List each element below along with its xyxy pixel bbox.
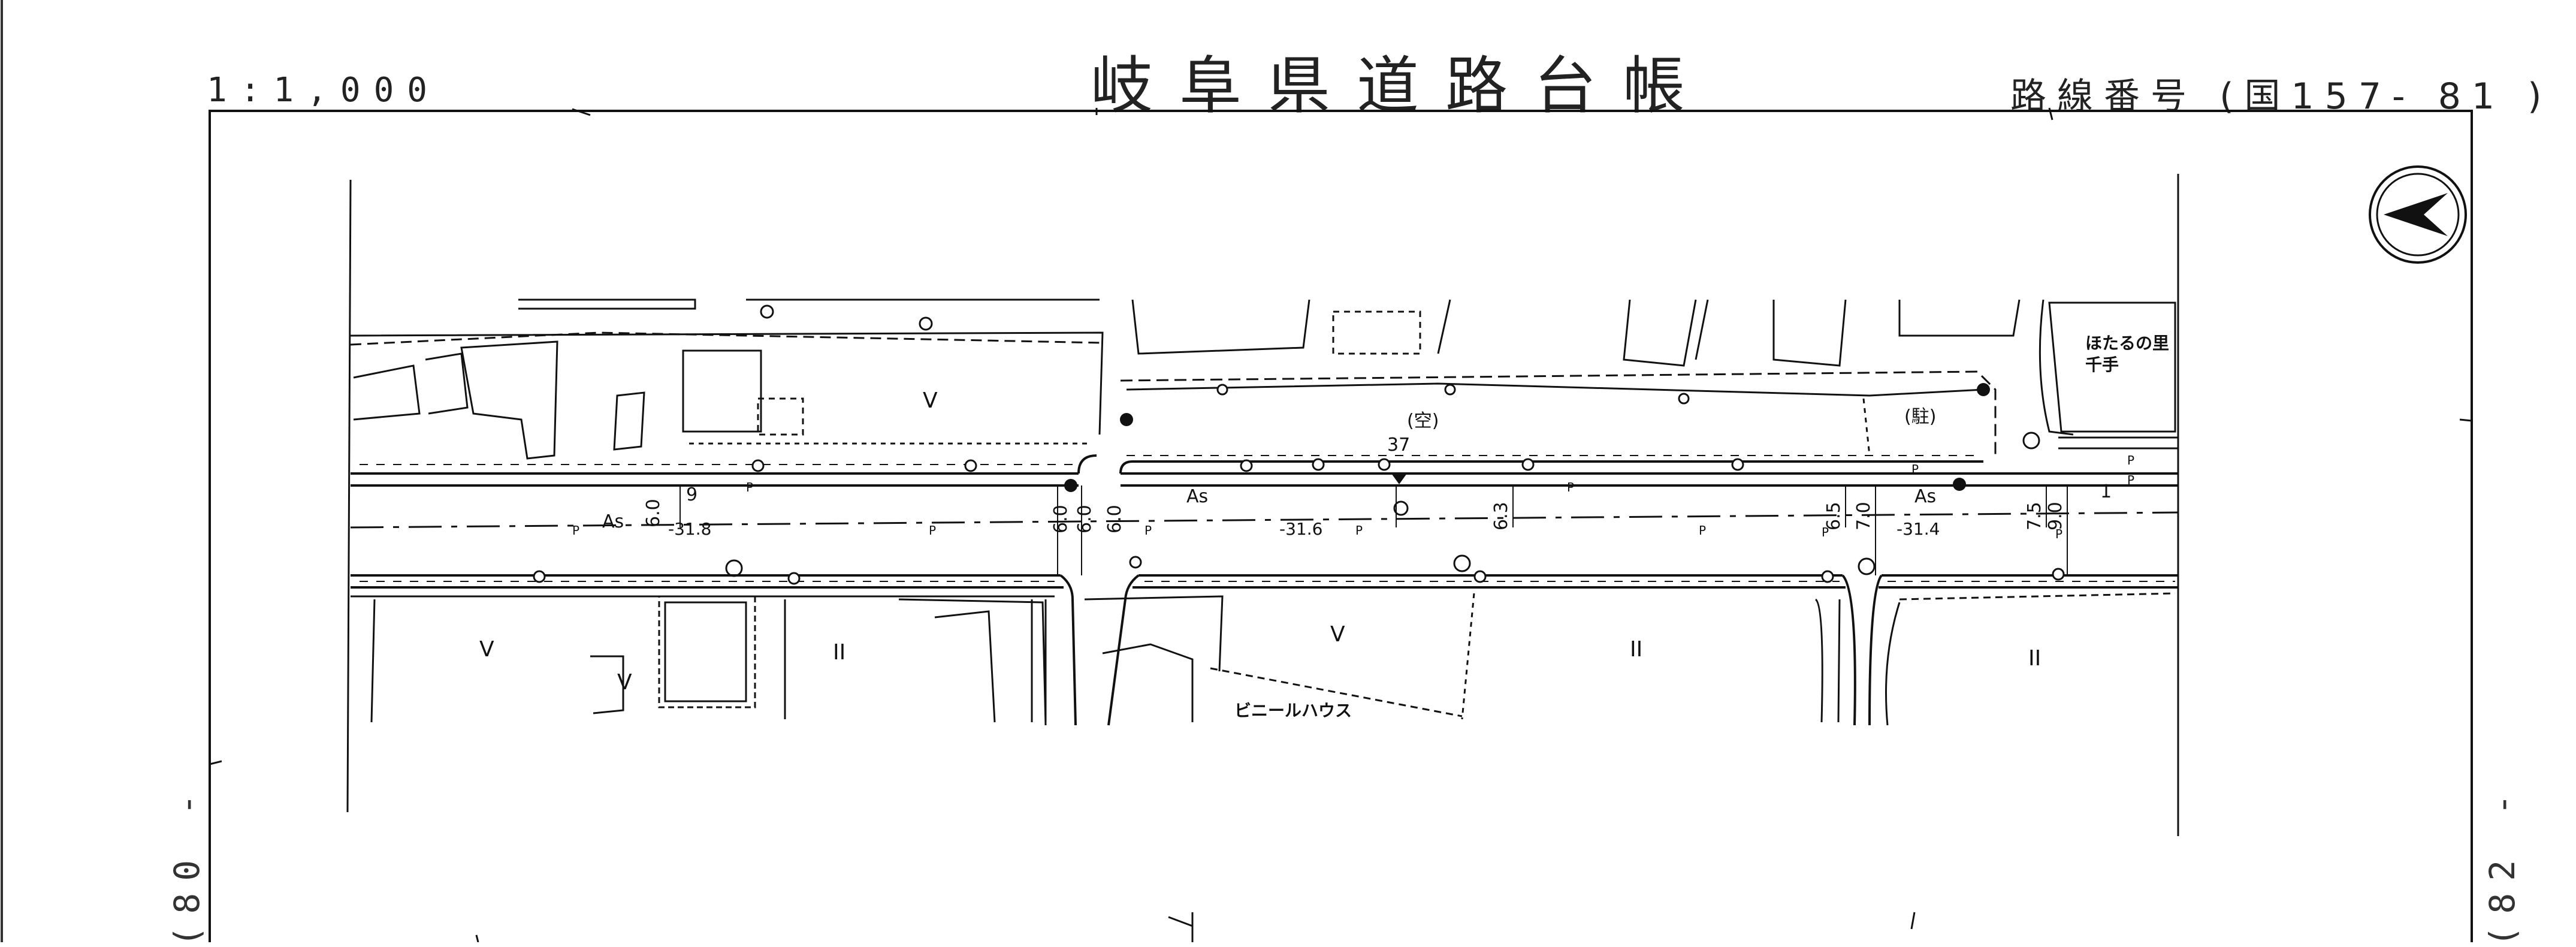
pole-mark: P: [1911, 462, 1919, 476]
pole-mark: P: [1144, 523, 1152, 538]
width-label-37: 37: [1387, 435, 1410, 456]
elevation-1: -31.8: [668, 519, 711, 539]
map-frame: [209, 110, 2473, 942]
elevation-3: -31.4: [1896, 519, 1940, 539]
width-labels: 6.0 9 6.0 6.0 6.0 6.3 6.5 7.0 7.5 9.0 1: [643, 481, 2112, 533]
map-scale: 1:1,000: [207, 71, 441, 110]
frame-ticks: [209, 107, 2472, 942]
pole-mark: P: [572, 523, 579, 538]
pole-mark: P: [746, 480, 753, 494]
field-mark: V: [1330, 622, 1345, 647]
width-label: 6.0: [1050, 505, 1071, 533]
pole-mark: P: [2055, 527, 2062, 541]
drainage-structures: [1031, 436, 2178, 723]
width-dimension-lines: [680, 485, 2068, 575]
width-label: 7.5: [2024, 502, 2045, 530]
field-mark: V: [479, 637, 494, 662]
pole-mark: P: [2127, 453, 2134, 468]
width-label: 6.0: [1074, 505, 1095, 533]
width-label: 9.0: [2045, 502, 2066, 530]
field-mark: V: [923, 388, 938, 413]
survey-points: [1064, 383, 1990, 492]
north-parcels: [350, 298, 2176, 460]
elevation-2: -31.6: [1279, 519, 1322, 539]
width-label: 9: [686, 484, 697, 505]
field-marks: V V V V II II II: [479, 388, 2041, 695]
surface-as-1: As: [602, 511, 624, 532]
utility-poles: [533, 304, 2065, 585]
field-mark: II: [1630, 637, 1642, 662]
field-mark: II: [2028, 646, 2041, 671]
hydrant-marks: [725, 432, 2040, 577]
pole-mark: P: [1355, 523, 1363, 538]
width-label: 7.0: [1853, 502, 1874, 530]
north-arrow-icon: [2369, 165, 2467, 264]
facility-name-chite: 千手: [2085, 355, 2119, 375]
facility-name-hotaru: ほたるの里: [2085, 333, 2169, 353]
vacant-lot-label: (空): [1407, 411, 1439, 432]
width-label: 6.0: [643, 499, 664, 527]
field-mark: V: [617, 670, 632, 695]
south-parcels: [351, 592, 2176, 726]
surface-as-2: As: [1186, 486, 1208, 507]
width-label: 6.3: [1491, 502, 1512, 530]
previous-sheet-ref: (80 -: [167, 782, 207, 947]
next-sheet-ref: (82 -: [2482, 782, 2523, 947]
width-label: 6.0: [1104, 505, 1125, 533]
pole-mark: P: [1699, 523, 1706, 538]
curb-marks: [360, 455, 2175, 582]
pole-marks: P P P P P P P P P P P P: [572, 453, 2134, 541]
pole-mark: P: [1567, 480, 1574, 494]
pole-mark: P: [929, 523, 936, 538]
vinyl-house-label: ビニールハウス: [1234, 701, 1352, 720]
pole-mark: P: [2127, 473, 2134, 487]
width-label: 1: [2100, 481, 2112, 502]
drawing-boundary-left: [346, 179, 352, 813]
field-mark: II: [833, 640, 845, 665]
parking-label: (駐): [1904, 406, 1936, 427]
main-road: [350, 454, 2179, 726]
surface-as-3: As: [1914, 486, 1936, 507]
pole-mark: P: [1822, 525, 1829, 539]
width-label: 6.5: [1823, 502, 1844, 530]
